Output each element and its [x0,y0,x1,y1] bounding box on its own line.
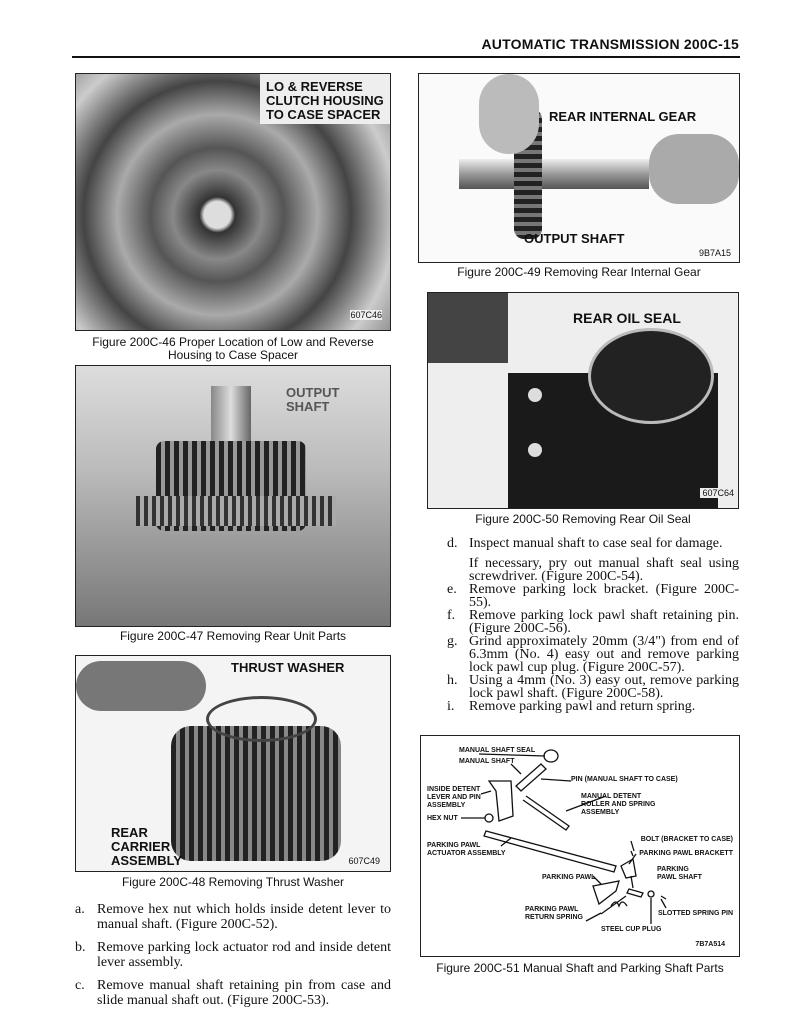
step-text: If necessary, pry out manual shaft seal … [469,556,739,584]
step-key: c. [75,978,85,993]
part-label: INSIDE DETENT LEVER AND PIN ASSEMBLY [427,786,481,809]
figure-caption: Figure 200C-46 Proper Location of Low an… [92,335,374,362]
figure-200c-50: REAR OIL SEAL 607C64 [427,292,739,509]
figure-caption: Figure 200C-49 Removing Rear Internal Ge… [457,265,701,279]
step-text: Remove parking lock actuator rod and ins… [97,940,391,970]
step-key: g. [447,634,458,649]
page-header: AUTOMATIC TRANSMISSION 200C-15 [481,36,739,52]
step-key: a. [75,902,85,917]
figure-200c-49: REAR INTERNAL GEAR OUTPUT SHAFT 9B7A15 [418,73,740,263]
step-text: Grind approximately 20mm (3/4") from end… [469,634,739,675]
step-text: Remove parking lock bracket. (Figure 200… [469,582,739,610]
part-label: BOLT (BRACKET TO CASE) [640,836,733,843]
figure-code: 607C49 [348,856,380,866]
figure-code: 7B7A514 [695,941,725,948]
left-steps: a. Remove hex nut which holds inside dete… [75,902,391,1012]
part-label: PARKING PAWL BRACKETT [639,850,733,857]
figure-code: 9B7A15 [698,248,731,258]
part-label: HEX NUT [427,815,458,822]
figure-label: OUTPUT SHAFT [524,231,625,246]
step-text: Remove hex nut which holds inside detent… [97,902,391,932]
part-label: MANUAL SHAFT SEAL [459,747,536,754]
part-label: MANUAL SHAFT [459,758,515,765]
step-text: Using a 4mm (No. 3) easy out, remove par… [469,673,739,701]
part-label: PARKING PAWL [542,874,596,881]
part-label: PIN (MANUAL SHAFT TO CASE) [571,776,678,783]
step-text: Inspect manual shaft to case seal for da… [469,536,723,551]
figure-caption: Figure 200C-50 Removing Rear Oil Seal [475,512,691,526]
step-key: e. [447,582,457,597]
part-label: PARKING PAWL SHAFT [657,866,702,881]
step-key: d. [447,536,458,551]
figure-caption: Figure 200C-51 Manual Shaft and Parking … [436,961,724,975]
figure-label: REAR INTERNAL GEAR [549,109,697,124]
step-text: Remove parking pawl and return spring. [469,699,696,714]
figure-label: REAR OIL SEAL [573,310,681,326]
right-steps: d. Inspect manual shaft to case seal for … [447,536,739,714]
figure-caption: Figure 200C-48 Removing Thrust Washer [121,875,345,889]
step-text: Remove manual shaft retaining pin from c… [97,978,391,1008]
part-label: PARKING PAWL ACTUATOR ASSEMBLY [427,842,506,857]
step-key: f. [447,608,456,623]
figure-code: 607C64 [700,488,736,498]
part-label: STEEL CUP PLUG [601,926,662,933]
step-key: b. [75,940,86,955]
step-key: h. [447,673,458,688]
figure-label: THRUST WASHER [231,660,345,675]
step-key: i. [447,699,455,714]
step-text: Remove parking lock pawl shaft retaining… [469,608,739,636]
part-label: PARKING PAWL RETURN SPRING [525,906,583,921]
figure-code: 607C46 [350,310,382,320]
part-label: MANUAL DETENT ROLLER AND SPRING ASSEMBLY [581,793,656,816]
figure-caption: Figure 200C-47 Removing Rear Unit Parts [119,629,347,643]
parts-diagram [461,749,667,924]
part-label: SLOTTED SPRING PIN [657,910,733,917]
header-rule [72,56,740,58]
figure-200c-51: MANUAL SHAFT SEAL MANUAL SHAFT PIN (MANU… [420,735,740,957]
